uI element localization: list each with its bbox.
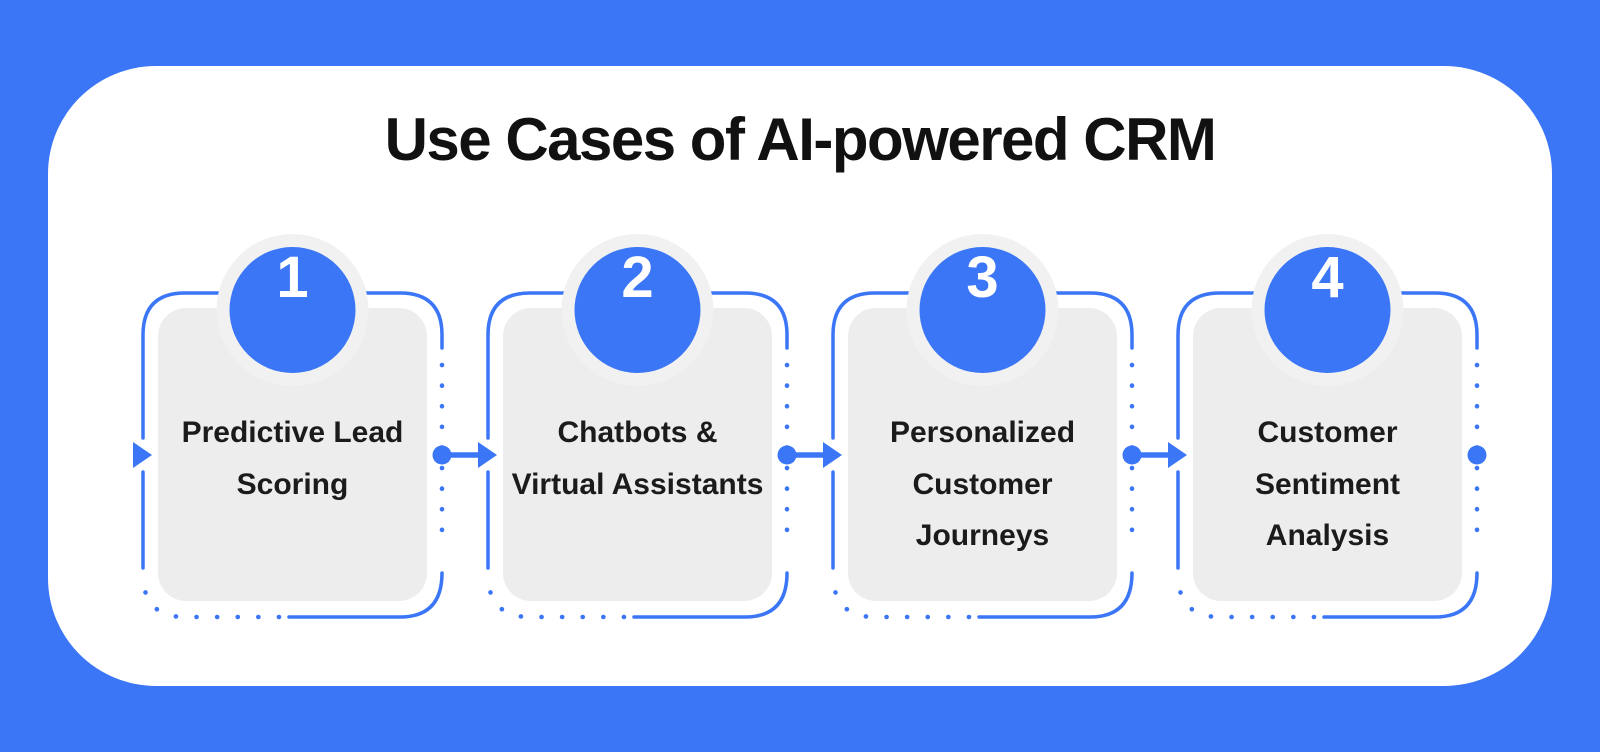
card-frame	[478, 234, 824, 620]
entry-arrow-icon	[823, 442, 842, 468]
frame-border-dotted-bottom	[485, 571, 627, 620]
step-label-line: Personalized	[889, 416, 1076, 449]
entry-arrow-icon	[133, 442, 152, 468]
step-label-line: Scoring	[236, 467, 349, 501]
card-frame	[1168, 234, 1487, 620]
step-number: 3	[966, 244, 999, 310]
number-badge-circle	[919, 247, 1046, 373]
entry-arrow-icon	[1168, 442, 1187, 468]
card-frame	[133, 234, 479, 620]
frame-border-dotted-bottom	[830, 571, 972, 620]
step-card-3: 3 Personalized Customer Journeys	[823, 234, 1169, 620]
number-badge-circle	[574, 247, 701, 373]
step-label-line: Predictive Lead	[181, 416, 404, 449]
step-label-line: Journeys	[915, 519, 1050, 552]
step-label-line: Sentiment	[1254, 467, 1401, 501]
step-card-1: 1 Predictive Lead Scoring	[133, 234, 479, 620]
frame-border-dotted-bottom	[1175, 571, 1317, 620]
frame-border-dotted-bottom	[140, 571, 282, 620]
entry-arrow-icon	[478, 442, 497, 468]
frame-border-solid-bottom	[977, 571, 1134, 619]
step-label: Customer Sentiment Analysis	[1188, 407, 1467, 562]
card-body	[158, 308, 427, 601]
step-label: Predictive Lead Scoring	[153, 407, 432, 510]
step-label-line: Chatbots &	[557, 416, 718, 449]
card-body	[1193, 308, 1462, 601]
number-badge-circle	[1264, 247, 1391, 373]
step-number: 2	[621, 244, 654, 310]
frame-border-solid-bottom	[287, 571, 444, 619]
number-badge-circle	[229, 247, 356, 373]
step-label-line: Customer	[912, 467, 1053, 501]
step-label-line: Analysis	[1265, 519, 1390, 552]
card-frame	[823, 234, 1169, 620]
step-number: 1	[276, 244, 309, 310]
step-card-2: 2 Chatbots & Virtual Assistants	[478, 234, 824, 620]
step-label: Personalized Customer Journeys	[843, 407, 1122, 562]
frame-border-solid-bottom	[632, 571, 789, 619]
connector-dot	[1467, 445, 1487, 465]
infographic-title: Use Cases of AI-powered CRM	[384, 106, 1217, 173]
step-label-line: Virtual Assistants	[511, 467, 764, 501]
card-body	[848, 308, 1117, 601]
step-card-4: 4 Customer Sentiment Analysis	[1168, 234, 1487, 620]
step-label: Chatbots & Virtual Assistants	[498, 407, 777, 510]
frame-border-solid-bottom	[1322, 571, 1479, 619]
step-label-line: Customer	[1257, 416, 1398, 449]
card-body	[503, 308, 772, 601]
step-number: 4	[1311, 244, 1344, 310]
